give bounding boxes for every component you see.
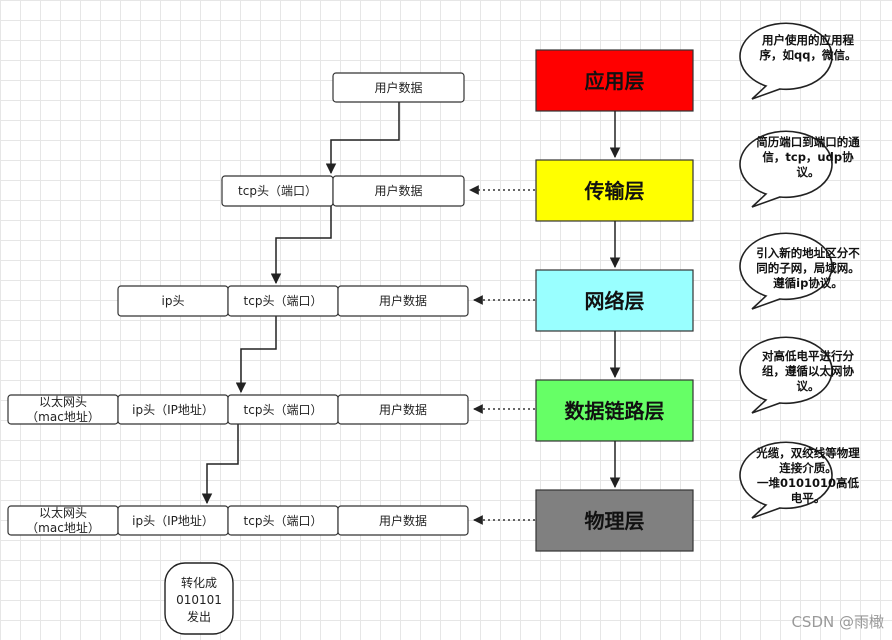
svg-text:（mac地址）: （mac地址） <box>26 410 100 424</box>
note-convert-and-send: 转化成 010101 发出 <box>164 562 234 635</box>
elbow-arrow <box>325 102 400 175</box>
svg-text:tcp头（端口）: tcp头（端口） <box>238 184 317 198</box>
segment-tcp-header[interactable]: tcp头（端口） <box>227 285 339 317</box>
layer-data-link-label: 数据链路层 <box>565 399 665 423</box>
svg-text:tcp头（端口）: tcp头（端口） <box>244 514 323 528</box>
svg-text:议。: 议。 <box>797 165 820 179</box>
svg-text:同的子网，局域网。: 同的子网，局域网。 <box>756 261 860 275</box>
svg-text:光缆，双绞线等物理: 光缆，双绞线等物理 <box>755 446 860 460</box>
svg-text:（mac地址）: （mac地址） <box>26 521 100 535</box>
segment-user-data[interactable]: 用户数据 <box>332 72 465 103</box>
packet-row-application: 用户数据 <box>332 72 465 103</box>
layer-transport-label: 传输层 <box>584 179 645 203</box>
svg-text:ip头（IP地址）: ip头（IP地址） <box>132 403 214 417</box>
packet-row-data-link: 以太网头 （mac地址） ip头（IP地址） tcp头（端口） 用户数据 <box>7 394 469 425</box>
segment-tcp-header[interactable]: tcp头（端口） <box>227 505 339 536</box>
svg-text:以太网头: 以太网头 <box>39 505 87 520</box>
bubble-application: 用户使用的应用程 序，如qq，微信。 <box>739 22 857 100</box>
svg-text:用户数据: 用户数据 <box>379 293 427 308</box>
svg-text:组，遵循以太网协: 组，遵循以太网协 <box>762 364 854 378</box>
elbow-arrow <box>270 206 332 285</box>
svg-text:信，tcp，udp协: 信，tcp，udp协 <box>762 150 854 164</box>
bubble-physical: 光缆，双绞线等物理 连接介质。 一堆0101010高低 电平。 <box>739 441 860 519</box>
segment-eth-header[interactable]: 以太网头 （mac地址） <box>7 505 119 536</box>
svg-text:010101: 010101 <box>176 593 222 607</box>
svg-text:遵循ip协议。: 遵循ip协议。 <box>773 276 843 290</box>
segment-ip-header-addr[interactable]: ip头（IP地址） <box>117 394 229 425</box>
svg-text:ip头: ip头 <box>162 294 185 308</box>
bubble-data-link: 对高低电平进行分 组，遵循以太网协 议。 <box>739 336 854 414</box>
segment-eth-header[interactable]: 以太网头 （mac地址） <box>7 394 119 425</box>
svg-text:用户数据: 用户数据 <box>374 183 422 198</box>
segment-user-data[interactable]: 用户数据 <box>337 285 469 317</box>
bubble-network: 引入新的地址区分不 同的子网，局域网。 遵循ip协议。 <box>739 232 860 310</box>
svg-text:用户使用的应用程: 用户使用的应用程 <box>761 33 854 47</box>
segment-user-data[interactable]: 用户数据 <box>332 175 465 207</box>
elbow-arrow <box>235 316 277 394</box>
elbow-arrow <box>201 424 239 505</box>
bubble-transport: 简历端口到端口的通 信，tcp，udp协 议。 <box>739 130 860 208</box>
svg-text:tcp头（端口）: tcp头（端口） <box>244 403 323 417</box>
layer-transport[interactable]: 传输层 <box>535 159 694 222</box>
layer-network[interactable]: 网络层 <box>535 269 694 332</box>
layer-physical[interactable]: 物理层 <box>535 489 694 552</box>
layer-application-label: 应用层 <box>585 69 645 93</box>
layer-data-link[interactable]: 数据链路层 <box>535 379 694 442</box>
svg-text:用户数据: 用户数据 <box>379 513 427 528</box>
watermark: CSDN @雨橄 <box>791 613 884 631</box>
layer-physical-label: 物理层 <box>585 509 645 533</box>
svg-text:以太网头: 以太网头 <box>39 394 87 409</box>
segment-tcp-header[interactable]: tcp头（端口） <box>221 175 334 207</box>
segment-ip-header[interactable]: ip头 <box>117 285 229 317</box>
svg-text:序，如qq，微信。: 序，如qq，微信。 <box>760 48 857 62</box>
svg-text:tcp头（端口）: tcp头（端口） <box>244 294 323 308</box>
segment-user-data[interactable]: 用户数据 <box>337 394 469 425</box>
packet-row-physical: 以太网头 （mac地址） ip头（IP地址） tcp头（端口） 用户数据 <box>7 505 469 536</box>
segment-ip-header-addr[interactable]: ip头（IP地址） <box>117 505 229 536</box>
svg-text:用户数据: 用户数据 <box>379 402 427 417</box>
segment-user-data[interactable]: 用户数据 <box>337 505 469 536</box>
svg-text:电平。: 电平。 <box>791 491 826 505</box>
svg-text:发出: 发出 <box>187 609 211 624</box>
svg-text:用户数据: 用户数据 <box>374 80 422 95</box>
segment-tcp-header[interactable]: tcp头（端口） <box>227 394 339 425</box>
layer-application[interactable]: 应用层 <box>535 49 694 112</box>
svg-text:转化成: 转化成 <box>181 575 217 590</box>
svg-text:对高低电平进行分: 对高低电平进行分 <box>762 349 854 363</box>
layer-to-packet-arrows <box>469 185 535 525</box>
packet-row-network: ip头 tcp头（端口） 用户数据 <box>117 285 469 317</box>
svg-text:议。: 议。 <box>797 379 820 393</box>
layer-network-label: 网络层 <box>585 289 645 313</box>
packet-row-transport: tcp头（端口） 用户数据 <box>221 175 465 207</box>
svg-text:ip头（IP地址）: ip头（IP地址） <box>132 514 214 528</box>
svg-text:一堆0101010高低: 一堆0101010高低 <box>757 476 860 490</box>
svg-text:连接介质。: 连接介质。 <box>779 461 837 475</box>
packet-flow-arrows <box>201 102 400 505</box>
svg-text:简历端口到端口的通: 简历端口到端口的通 <box>756 135 860 149</box>
svg-text:引入新的地址区分不: 引入新的地址区分不 <box>756 246 860 260</box>
